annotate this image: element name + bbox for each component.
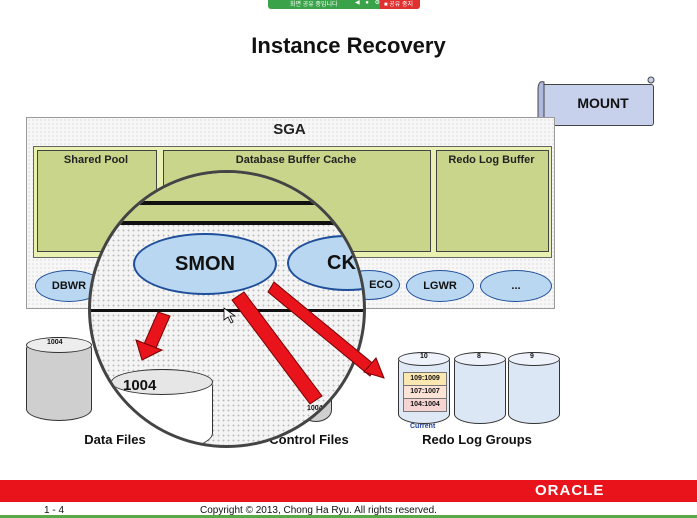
- copyright-text: Copyright © 2013, Chong Ha Ryu. All righ…: [200, 505, 437, 516]
- shared-pool-label: Shared Pool: [63, 154, 129, 166]
- lens-buffer-area: [91, 173, 363, 225]
- mount-scroll: [540, 84, 654, 126]
- stop-share-label[interactable]: ■ 공유 중지: [384, 2, 414, 8]
- bottom-strip: [0, 515, 697, 518]
- current-label: Current: [410, 423, 436, 430]
- redo-group-9-top: [508, 352, 560, 366]
- footer-bar: [0, 480, 697, 502]
- redo-entry: 109:1009: [403, 372, 447, 386]
- process-smon-label: SMON: [175, 252, 235, 275]
- data-file-top: [26, 337, 92, 353]
- slide-number: 1 - 4: [44, 505, 65, 516]
- process-lgwr-label: LGWR: [423, 280, 457, 292]
- arrow-to-redo-log: [267, 281, 385, 379]
- process-more: ...: [480, 270, 552, 302]
- sga-label: SGA: [273, 121, 306, 138]
- redo-log-buffer: [436, 150, 549, 252]
- buffer-cache-label: Database Buffer Cache: [235, 154, 357, 166]
- lens-divider: [91, 201, 363, 205]
- process-more-label: ...: [511, 280, 521, 292]
- screen-share-bar: [268, 0, 420, 9]
- mount-label: MOUNT: [577, 95, 629, 111]
- redo-log-buffer-label: Redo Log Buffer: [448, 154, 535, 166]
- process-lgwr: LGWR: [406, 270, 474, 302]
- arrow-to-control-file: [231, 291, 323, 405]
- redo-entry: 104:1004: [403, 398, 447, 412]
- process-smon: SMON: [133, 233, 277, 295]
- redo-log-groups-label: Redo Log Groups: [422, 432, 532, 447]
- lens-data-file-top: [111, 369, 213, 395]
- lens-control-number: 1004: [307, 405, 323, 412]
- redo-group-number-8: 8: [477, 353, 481, 360]
- redo-group-number-10: 10: [420, 353, 428, 360]
- process-ckpt-label: CK: [327, 251, 356, 274]
- redo-group-current-top: [398, 352, 450, 366]
- arrow-to-data-file: [135, 311, 171, 361]
- page-title: Instance Recovery: [251, 33, 446, 58]
- process-reco-label: ECO: [369, 279, 393, 291]
- redo-group-8-top: [454, 352, 506, 366]
- process-dbwr-label: DBWR: [51, 280, 87, 292]
- lens-data-file-number: 1004: [123, 377, 157, 394]
- oracle-logo: ORACLE: [535, 482, 605, 499]
- stop-share-button[interactable]: [380, 0, 420, 9]
- scroll-ends-icon: [537, 76, 655, 127]
- redo-group-number-9: 9: [530, 353, 534, 360]
- share-controls-icon[interactable]: ◀ ● ⚙: [355, 0, 382, 6]
- control-files-label: Control Files: [269, 432, 349, 447]
- data-file-number: 1004: [47, 339, 63, 346]
- mouse-cursor-icon: [223, 307, 237, 324]
- screen-share-status: 화면 공유 중입니다: [290, 2, 338, 8]
